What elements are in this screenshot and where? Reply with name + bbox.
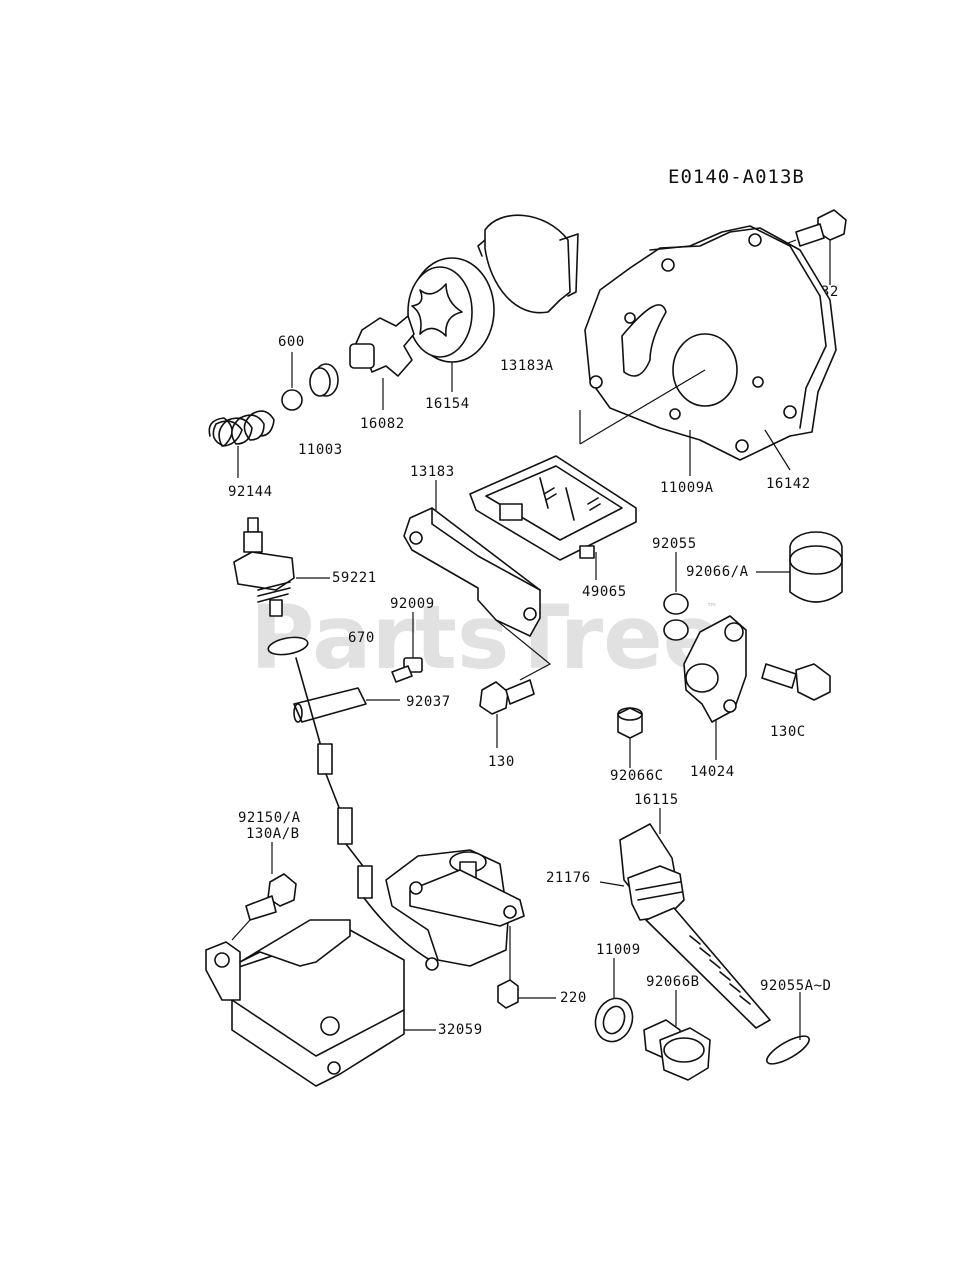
label-16082[interactable]: 16082 xyxy=(360,416,405,432)
part-92009-screw[interactable] xyxy=(391,612,423,683)
part-49065-oil-screen[interactable] xyxy=(469,455,637,580)
part-132-bolt[interactable] xyxy=(769,209,847,285)
label-16142[interactable]: 16142 xyxy=(766,476,811,492)
label-92150A[interactable]: 92150/A xyxy=(238,810,301,826)
part-92055AD-o-ring[interactable] xyxy=(763,992,813,1069)
label-11009[interactable]: 11009 xyxy=(596,942,641,958)
part-600-ball[interactable] xyxy=(281,352,303,411)
part-16154-outer-rotor[interactable] xyxy=(407,257,495,392)
label-13183A[interactable]: 13183A xyxy=(500,358,554,374)
part-solenoid[interactable] xyxy=(385,849,556,1009)
label-92066A[interactable]: 92066/A xyxy=(686,564,749,580)
label-92009[interactable]: 92009 xyxy=(390,596,435,612)
label-92144[interactable]: 92144 xyxy=(228,484,273,500)
label-220[interactable]: 220 xyxy=(560,990,587,1006)
part-92066A-plug[interactable] xyxy=(756,531,843,603)
label-600[interactable]: 600 xyxy=(278,334,305,350)
part-59221-oil-switch[interactable] xyxy=(233,517,330,617)
label-130C[interactable]: 130C xyxy=(770,724,806,740)
label-130AB[interactable]: 130A/B xyxy=(246,826,300,842)
label-11003[interactable]: 11003 xyxy=(298,442,343,458)
label-16154[interactable]: 16154 xyxy=(425,396,470,412)
part-11003-cap[interactable] xyxy=(309,363,339,397)
label-14024[interactable]: 14024 xyxy=(690,764,735,780)
label-49065[interactable]: 49065 xyxy=(582,584,627,600)
label-32059[interactable]: 32059 xyxy=(438,1022,483,1038)
label-21176[interactable]: 21176 xyxy=(546,870,591,886)
part-92066C-collar[interactable] xyxy=(617,707,643,768)
part-130-bolt[interactable] xyxy=(479,679,535,748)
watermark-trademark: ™ xyxy=(706,601,718,615)
label-92066C[interactable]: 92066C xyxy=(610,768,664,784)
part-lead-wire[interactable] xyxy=(295,657,431,961)
part-11009-washer[interactable] xyxy=(590,958,639,1047)
part-16142-pump-cover[interactable] xyxy=(579,225,837,476)
part-92066B-plug[interactable] xyxy=(643,990,711,1081)
label-13183[interactable]: 13183 xyxy=(410,464,455,480)
part-oring-59221[interactable] xyxy=(267,635,309,658)
label-59221[interactable]: 59221 xyxy=(332,570,377,586)
part-13183A-cover[interactable] xyxy=(477,214,579,314)
part-21176-dipstick[interactable] xyxy=(599,808,771,1029)
part-92150A-bolt[interactable] xyxy=(231,842,297,941)
label-16115[interactable]: 16115 xyxy=(634,792,679,808)
label-670[interactable]: 670 xyxy=(348,630,375,646)
label-92055AD[interactable]: 92055A~D xyxy=(760,978,831,994)
part-13183-bracket[interactable] xyxy=(403,480,552,681)
label-130[interactable]: 130 xyxy=(488,754,515,770)
part-16082-inner-rotor[interactable] xyxy=(349,315,415,410)
part-14024-bracket[interactable] xyxy=(683,615,747,760)
label-92037[interactable]: 92037 xyxy=(406,694,451,710)
label-92066B[interactable]: 92066B xyxy=(646,974,700,990)
label-11009A[interactable]: 11009A xyxy=(660,480,714,496)
label-92055[interactable]: 92055 xyxy=(652,536,697,552)
part-92055-o-rings[interactable] xyxy=(663,552,689,641)
part-92144-spring[interactable] xyxy=(208,410,275,478)
part-32059-ignition-coil[interactable] xyxy=(205,919,436,1087)
diagram-code: E0140-A013B xyxy=(668,166,805,188)
part-130C-bolt[interactable] xyxy=(761,663,831,701)
